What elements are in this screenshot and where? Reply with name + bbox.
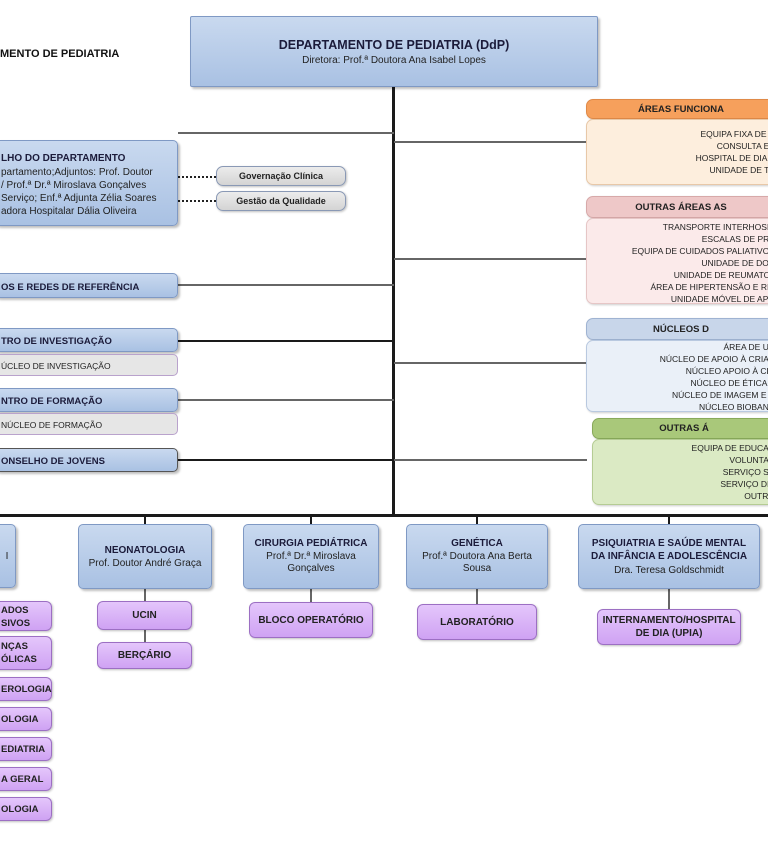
others-item: EQUIPA DE EDUCAC [691, 443, 768, 453]
side-label: MENTO DE PEDIATRIA [0, 48, 120, 60]
left-unit: ADOS SIVOS [0, 601, 52, 631]
other-areas-item: ESCALAS DE PRE [701, 234, 768, 244]
connector-functional [394, 141, 587, 143]
department-title: DEPARTAMENTO DE PEDIATRIA (DdP) [278, 37, 510, 52]
unit-bloco: BLOCO OPERATÓRIO [249, 602, 373, 638]
drop-ucin [144, 589, 146, 601]
others-item: VOLUNTAR [729, 455, 768, 465]
unit-ucin: UCIN [97, 601, 192, 630]
quality-box: Gestão da Qualidade [216, 191, 346, 211]
service-title: NEONATOLOGIA [104, 544, 186, 556]
connector-training [178, 399, 394, 401]
department-box: DEPARTAMENTO DE PEDIATRIA (DdP) Diretora… [190, 16, 598, 87]
council-box: LHO DO DEPARTAMENTO partamento;Adjuntos:… [0, 140, 178, 226]
service-cirurgia: CIRURGIA PEDIÁTRICA Prof.ª Dr.ª Miroslav… [243, 524, 379, 589]
nuclei-body: ÁREA DE UR NÚCLEO DE APOIO À CRIAN NÚCLE… [586, 340, 768, 412]
training-box: NTRO DE FORMAÇÃO [0, 388, 178, 412]
drop-laboratorio [476, 589, 478, 604]
others-item: OUTRO [744, 491, 768, 501]
left-unit: OLOGIA [0, 797, 52, 821]
service-head: Prof.ª Doutora Ana Berta Sousa [422, 551, 532, 574]
drop-bloco [310, 589, 312, 602]
council-line: adora Hospitalar Dália Oliveira [1, 206, 137, 217]
unit-upia: INTERNAMENTO/HOSPITAL DE DIA (UPIA) [597, 609, 741, 645]
nuclei-item: NÚCLEO DE IMAGEM E C [672, 390, 768, 400]
connector-networks [178, 284, 394, 286]
left-unit: EDIATRIA [0, 737, 52, 761]
dotted-connector-governance [178, 176, 216, 178]
service-title: GENÉTICA [451, 538, 503, 549]
connector-nuclei [394, 362, 587, 364]
functional-header: ÁREAS FUNCIONA [586, 99, 768, 119]
connector-other-areas [394, 258, 587, 260]
other-areas-item: EQUIPA DE CUIDADOS PALIATIVOS [631, 246, 768, 256]
service-genetica: GENÉTICA Prof.ª Doutora Ana Berta Sousa [406, 524, 548, 589]
drop-bercario [144, 630, 146, 642]
research-box: TRO DE INVESTIGAÇÃO [0, 328, 178, 352]
left-unit: A GERAL [0, 767, 52, 791]
service-head: Dra. Teresa Goldschmidt [614, 565, 724, 576]
functional-body: EQUIPA FIXA DE U CONSULTA EX HOSPITAL DE… [586, 119, 768, 185]
other-areas-item: UNIDADE DE DOR [701, 258, 768, 268]
left-unit: OLOGIA [0, 707, 52, 731]
drop-psiquiatria [668, 516, 670, 525]
networks-box: OS E REDES DE REFERÊNCIA [0, 273, 178, 298]
other-areas-header: OUTRAS ÁREAS AS [586, 196, 768, 218]
others-body: EQUIPA DE EDUCAC VOLUNTAR SERVIÇO SC SER… [592, 439, 768, 505]
functional-item: CONSULTA EX [716, 141, 768, 151]
council-line: / Prof.ª Dr.ª Miroslava Gonçalves [1, 180, 147, 191]
service-psiquiatria: PSIQUIATRIA E SAÚDE MENTAL DA INFÂNCIA E… [578, 524, 760, 589]
others-header: OUTRAS Á [592, 418, 768, 439]
others-item: SERVIÇO DIE [720, 479, 768, 489]
service-head: Prof.ª Dr.ª Miroslava Gonçalves [266, 551, 356, 574]
functional-item: EQUIPA FIXA DE U [700, 129, 768, 139]
connector-research [178, 340, 394, 342]
department-director: Diretora: Prof.ª Doutora Ana Isabel Lope… [302, 54, 486, 66]
left-service-title: I [5, 550, 9, 562]
left-unit: EROLOGIA [0, 677, 52, 701]
drop-genetica [476, 516, 478, 525]
research-nucleus-box: ÚCLEO DE INVESTIGAÇÃO [0, 354, 178, 376]
service-neonatologia: NEONATOLOGIA Prof. Doutor André Graça [78, 524, 212, 589]
unit-bercario: BERÇÁRIO [97, 642, 192, 669]
dotted-connector-quality [178, 200, 216, 202]
nuclei-item: NÚCLEO DE APOIO À CRIAN [659, 354, 768, 364]
council-line: Serviço; Enf.ª Adjunta Zélia Soares [1, 193, 157, 204]
connector-youth [178, 459, 394, 461]
nuclei-item: NÚCLEO DE ÉTICA E [690, 378, 768, 388]
functional-item: HOSPITAL DE DIA P [695, 153, 768, 163]
services-bus-line [0, 514, 768, 517]
nuclei-item: NÚCLEO BIOBANC [698, 402, 768, 412]
spine-line [392, 86, 395, 516]
service-title: CIRURGIA PEDIÁTRICA [254, 538, 368, 549]
council-line: partamento;Adjuntos: Prof. Doutor [1, 167, 153, 178]
nuclei-header: NÚCLEOS D [586, 318, 768, 340]
governance-box: Governação Clínica [216, 166, 346, 186]
service-head: Prof. Doutor André Graça [88, 557, 202, 569]
functional-item: UNIDADE DE TE [709, 165, 768, 175]
nuclei-item: ÁREA DE UR [723, 342, 768, 352]
youth-box: ONSELHO DE JOVENS [0, 448, 178, 472]
service-title: PSIQUIATRIA E SAÚDE MENTAL DA INFÂNCIA E… [590, 538, 748, 562]
council-title: LHO DO DEPARTAMENTO [1, 153, 126, 164]
training-nucleus-box: NÚCLEO DE FORMAÇÃO [0, 413, 178, 435]
others-item: SERVIÇO SC [722, 467, 768, 477]
other-areas-item: TRANSPORTE INTERHOSPI [662, 222, 768, 232]
drop-upia [668, 589, 670, 609]
connector-council [178, 132, 394, 134]
other-areas-body: TRANSPORTE INTERHOSPI ESCALAS DE PRE EQU… [586, 218, 768, 304]
other-areas-item: UNIDADE DE REUMATOL [673, 270, 768, 280]
drop-cirurgia [310, 516, 312, 525]
other-areas-item: UNIDADE MÓVEL DE APO [670, 294, 768, 304]
other-areas-item: ÁREA DE HIPERTENSÃO E RIS [650, 282, 768, 292]
nuclei-item: NÚCLEO APOIO À CRI [685, 366, 768, 376]
unit-laboratorio: LABORATÓRIO [417, 604, 537, 640]
connector-others [394, 459, 587, 461]
left-unit: NÇAS ÓLICAS [0, 636, 52, 670]
left-service-box: I [0, 524, 16, 588]
drop-neonatologia [144, 516, 146, 525]
